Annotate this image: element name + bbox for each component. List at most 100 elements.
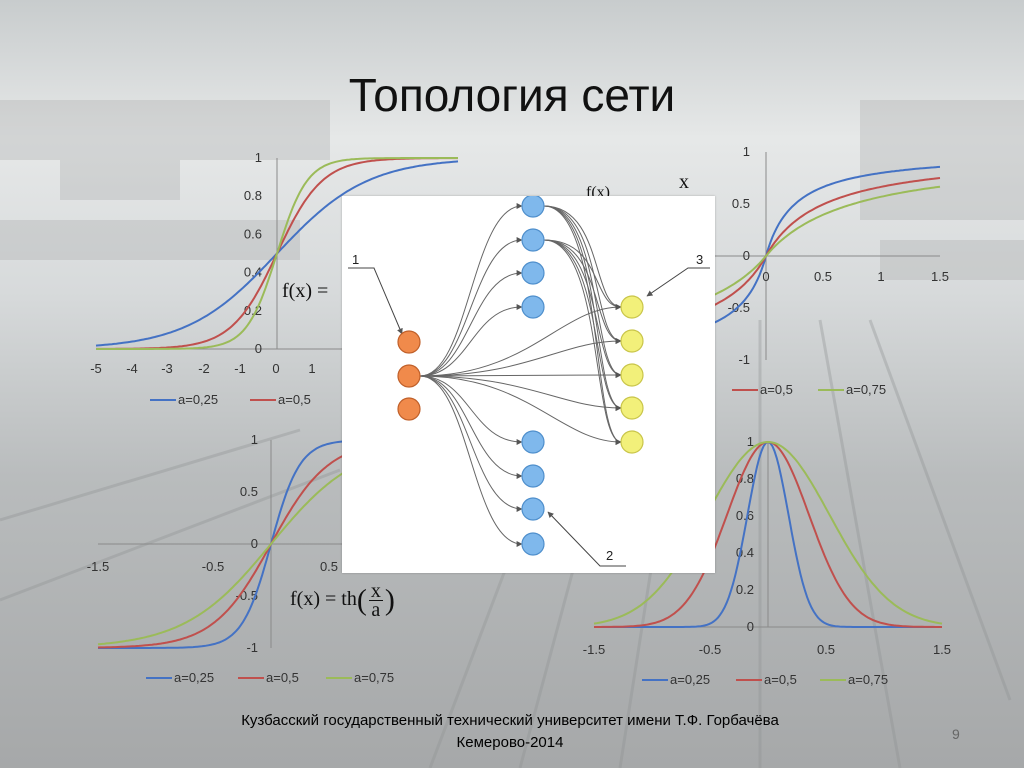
connection-arrow (419, 375, 523, 445)
chart-1-ytick: 0 (255, 341, 262, 356)
connection-arrow (419, 304, 523, 377)
output-neuron (620, 329, 644, 353)
chart-4-xtick: -0.5 (699, 642, 721, 657)
chart-4-ytick: 1 (747, 434, 754, 449)
chart-2-xtick: 1.5 (931, 269, 949, 284)
connection-arrow (543, 239, 622, 344)
chart-3-ytick: 0 (251, 536, 258, 551)
connection-arrow (419, 203, 523, 377)
connection-arrow (419, 375, 622, 411)
network-topology-diagram: 1 2 3 (342, 194, 715, 573)
chart-2-legend-label: a=0,5 (760, 382, 793, 397)
chart-3-legend-label: a=0,5 (266, 670, 299, 685)
footer: Кузбасский государственный технический у… (150, 710, 870, 754)
chart-2-xtick: 1 (877, 269, 884, 284)
connection-arrow (543, 205, 622, 411)
connection-arrow (543, 239, 622, 378)
output-neuron (620, 363, 644, 387)
connection-arrow (419, 338, 622, 377)
hidden-neuron (521, 295, 545, 319)
chart-1-xtick: 1 (308, 361, 315, 376)
hidden-neuron (521, 228, 545, 252)
callout-label-1: 1 (352, 252, 359, 267)
chart-2-legend-label: a=0,75 (846, 382, 886, 397)
output-neuron (620, 295, 644, 319)
tanh-formula-lhs: f(x) = th (290, 588, 357, 611)
connection-arrow (543, 239, 622, 445)
partial-formula-left: f(x) = (282, 280, 329, 302)
chart-4-ytick: 0.6 (736, 508, 754, 523)
chart-1-legend-label: a=0,25 (178, 392, 218, 407)
partial-formula-right-numerator: x (679, 171, 689, 193)
chart-3-xtick: -0.5 (202, 559, 224, 574)
connection-arrow (419, 304, 622, 377)
hidden-neuron (521, 430, 545, 454)
chart-1-ytick: 0.4 (244, 265, 262, 280)
chart-2-xtick: 0.5 (814, 269, 832, 284)
chart-1-ytick: 0.8 (244, 188, 262, 203)
hidden-neuron (521, 532, 545, 556)
chart-2-xtick: 0 (762, 269, 769, 284)
connection-arrow (419, 270, 523, 377)
chart-4-xtick: 1.5 (933, 642, 951, 657)
chart-1-xtick: -5 (90, 361, 102, 376)
chart-1-xtick: -4 (126, 361, 138, 376)
callout-line-1 (348, 267, 403, 335)
input-neuron (397, 364, 421, 388)
chart-1-xtick: -3 (161, 361, 173, 376)
chart-3-legend-label: a=0,25 (174, 670, 214, 685)
connection-arrow (543, 239, 622, 310)
callout-label-3: 3 (696, 252, 703, 267)
input-neuron (397, 330, 421, 354)
chart-2-ytick: 1 (743, 144, 750, 159)
chart-4-legend-label: a=0,75 (848, 672, 888, 687)
network-topology-svg: 1 2 3 (348, 194, 710, 567)
callout-line-2 (547, 511, 626, 567)
hidden-neuron (521, 497, 545, 521)
connection-arrow (543, 205, 622, 344)
connection-arrow (543, 205, 622, 378)
chart-4-ytick: 0.8 (736, 471, 754, 486)
footer-university: Кузбасский государственный технический у… (241, 712, 779, 729)
callout-line-3 (646, 267, 710, 297)
chart-3-xtick: -1.5 (87, 559, 109, 574)
chart-1-ytick: 0.6 (244, 226, 262, 241)
chart-3-legend-label: a=0,75 (354, 670, 394, 685)
chart-1-ytick: 1 (255, 150, 262, 165)
chart-4-legend-label: a=0,5 (764, 672, 797, 687)
slide-number: 9 (952, 726, 960, 742)
connection-arrow (543, 239, 622, 411)
chart-4-xtick: 0.5 (817, 642, 835, 657)
chart-2-ytick: 0 (743, 248, 750, 263)
chart-1-series-line (96, 157, 458, 350)
chart-1-legend-label: a=0,5 (278, 392, 311, 407)
callout-label-2: 2 (606, 548, 613, 563)
connection-arrow (419, 375, 523, 512)
connection-arrow (419, 375, 523, 547)
connection-arrow (419, 237, 523, 377)
tanh-formula-numerator: x (368, 580, 383, 602)
chart-3-ytick: 1 (251, 432, 258, 447)
chart-3-ytick: -1 (246, 640, 258, 655)
chart-2-ytick: -1 (738, 352, 750, 367)
chart-4-series-line (593, 440, 943, 625)
chart-4-ytick: 0.2 (736, 582, 754, 597)
chart-3-ytick: 0.5 (240, 484, 258, 499)
chart-1-xtick: -2 (198, 361, 210, 376)
hidden-neuron (521, 194, 545, 218)
chart-1-xtick: -1 (234, 361, 246, 376)
output-neuron (620, 430, 644, 454)
footer-city-year: Кемерово-2014 (456, 734, 564, 751)
output-neuron (620, 396, 644, 420)
tanh-formula-denominator: a (371, 599, 381, 621)
chart-1-xtick: 0 (272, 361, 279, 376)
connection-arrow (419, 375, 622, 445)
input-neuron (397, 397, 421, 421)
chart-2-ytick: 0.5 (732, 196, 750, 211)
connection-arrow (419, 375, 523, 479)
chart-4-xtick: -1.5 (583, 642, 605, 657)
chart-4-legend-label: a=0,25 (670, 672, 710, 687)
chart-4-ytick: 0 (747, 619, 754, 634)
